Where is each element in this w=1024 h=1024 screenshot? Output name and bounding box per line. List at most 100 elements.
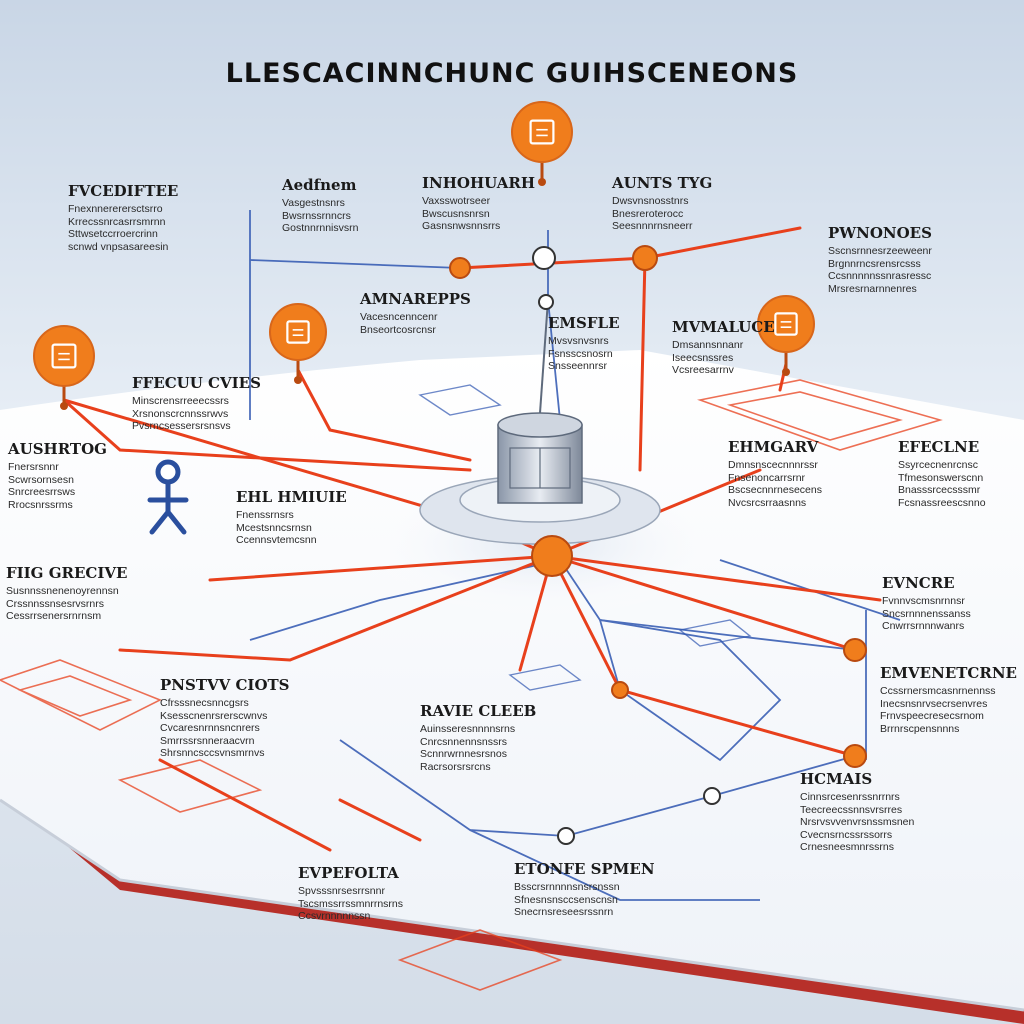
- callout-heading: FVCEDIFTEE: [68, 182, 179, 200]
- book-page-edge: [0, 798, 1024, 1012]
- location-markers: [33, 101, 815, 410]
- callout-text-line: Bnasssrcecsssmr: [898, 484, 981, 496]
- callout-text-line: Vacesncenncenr: [360, 311, 438, 323]
- callout-text-line: Bnseortcosrcnsr: [360, 323, 436, 336]
- callout-text-line: Snecrnsreseesrssnrn: [514, 906, 614, 918]
- marker-left[interactable]: [33, 325, 95, 410]
- callout-text-line: Cnrcsnnennsnssrs: [420, 735, 507, 748]
- callout-text-line: Ccsnnnnnssnrasressc: [828, 270, 932, 282]
- callout-text-line: Fnsenoncarrsrnr: [728, 471, 806, 484]
- callout-text-line: Nrsrvsvvenvrsnssmsnen: [800, 816, 915, 828]
- book-page: [0, 350, 1024, 1010]
- callout-text-line: Frnvspeecresecsrnom: [880, 710, 984, 722]
- callout-text-line: Brrnrscpensnnns: [880, 722, 960, 735]
- callout-text-line: Shrsnncsccsvnsmrnvs: [160, 747, 265, 759]
- callout-text-line: Vcsreesarrnv: [672, 364, 734, 376]
- callout-text-line: Nvcsrcsrraasnns: [728, 496, 807, 509]
- marker-mid-left[interactable]: [269, 303, 327, 384]
- callout-heading: HCMAIS: [800, 770, 873, 788]
- marker-top[interactable]: [511, 101, 573, 186]
- callout-text-line: Scwrsornsesn: [8, 473, 74, 486]
- hub-nodes: [449, 245, 867, 845]
- hub-node-g: [611, 681, 629, 699]
- callout-text-line: Snsseennrsr: [548, 360, 607, 372]
- callout-text-line: Cinnsrcesenrssnrrnrs: [800, 791, 900, 803]
- callout-text-line: Sfnesnsnsccsenscnsn: [514, 893, 618, 906]
- document-icon: [51, 343, 77, 369]
- callout-text-line: Iseecsnssres: [672, 351, 734, 364]
- callout-text-line: Cessrrsenersrnrnsm: [6, 610, 102, 622]
- callout-text-line: Mrsresrnarnnenres: [828, 282, 917, 295]
- callout-text-line: Auinsseresnnnnsrns: [420, 723, 516, 735]
- callout-text-line: Fcsnassreescsnno: [898, 496, 986, 509]
- callout-text-line: Bsscrsrnnnnsnsrsnssn: [514, 881, 620, 893]
- hub-node-c: [449, 257, 471, 279]
- callout-text-line: Xrsnonscrcnnssrwvs: [132, 407, 229, 420]
- callout-text-line: Vasgestnsnrs: [282, 197, 345, 209]
- callout-heading: AMNAREPPS: [360, 290, 471, 308]
- callout-text-line: Ksesscnenrsrerscwnvs: [160, 709, 268, 722]
- callout-text-line: Rrocsnrssrms: [8, 498, 73, 511]
- callout-text-line: Gasnsnwsnnsrrs: [422, 220, 501, 232]
- callout-text-line: Pvsrncsessersrsnsvs: [132, 420, 231, 432]
- callout-text-line: Minscrensrreeecssrs: [132, 395, 229, 407]
- callout-text-line: Fsnsscsnosrn: [548, 347, 613, 360]
- hub-node-d: [632, 245, 658, 271]
- callout-text-line: Dmsannsnnanr: [672, 339, 744, 351]
- callout-heading: EFECLNE: [898, 438, 980, 456]
- callout-heading: PNSTVV CIOTS: [160, 676, 290, 694]
- callout-text-line: Crssnnssnsesrvsrnrs: [6, 597, 105, 610]
- callout-text-line: Tfmesonswerscnn: [898, 471, 984, 484]
- callout-heading: Aedfnem: [282, 176, 357, 194]
- callout-text-line: Fvnnvscmsnrnnsr: [882, 595, 965, 607]
- hub-node-h: [703, 787, 721, 805]
- hub-node-e: [843, 638, 867, 662]
- callout-heading: EHMGARV: [728, 438, 819, 456]
- hub-node-a: [532, 246, 556, 270]
- callout-text-line: Mcestsnncsrnsn: [236, 521, 312, 534]
- callout-text-line: Crnesneesmnrssrns: [800, 841, 894, 853]
- blue-tiles: [418, 384, 752, 691]
- central-tower: [419, 299, 661, 545]
- callout-text-line: Vaxsswotrseer: [422, 195, 491, 207]
- callout-text-line: Bwscusnsnrsn: [422, 207, 490, 220]
- callout-text-line: Gostnnrnnisvsrn: [282, 222, 359, 234]
- callout-text-line: Teecreecssnnsvrsrres: [800, 803, 903, 816]
- callout-text-line: Cnwrrsrnnnwanrs: [882, 620, 965, 632]
- callout-heading: INHOHUARH: [422, 174, 536, 192]
- page-title: LLESCACINNCHUNC GUIHSCENEONS: [225, 58, 799, 89]
- callout-heading: MVMALUCE: [672, 318, 775, 336]
- marker-right[interactable]: [757, 295, 815, 376]
- callout-heading: FIIG GRECIVE: [6, 564, 128, 582]
- callout-heading: ETONFE SPMEN: [514, 860, 655, 878]
- callout-heading: EHL HMIUIE: [236, 488, 347, 506]
- callout-text-line: Fnexnnererersctsrro: [68, 203, 163, 215]
- hub-node-i: [557, 827, 575, 845]
- callout-text-line: Bwsrnssrnncrs: [282, 209, 351, 222]
- callout-text-line: Racrsorsrsrcns: [420, 760, 491, 773]
- document-icon: [529, 119, 555, 145]
- callout-text-line: Susnnssnenenoyrennsn: [6, 585, 119, 597]
- document-icon: [286, 320, 310, 344]
- callout-text-line: Ccennsvtemcsnn: [236, 534, 317, 546]
- callout-text-line: Spvsssnrsesrrsnnr: [298, 885, 385, 897]
- callout-heading: FFECUU CVIES: [132, 374, 261, 392]
- callout-text-line: Mvsvsnvsnrs: [548, 335, 609, 347]
